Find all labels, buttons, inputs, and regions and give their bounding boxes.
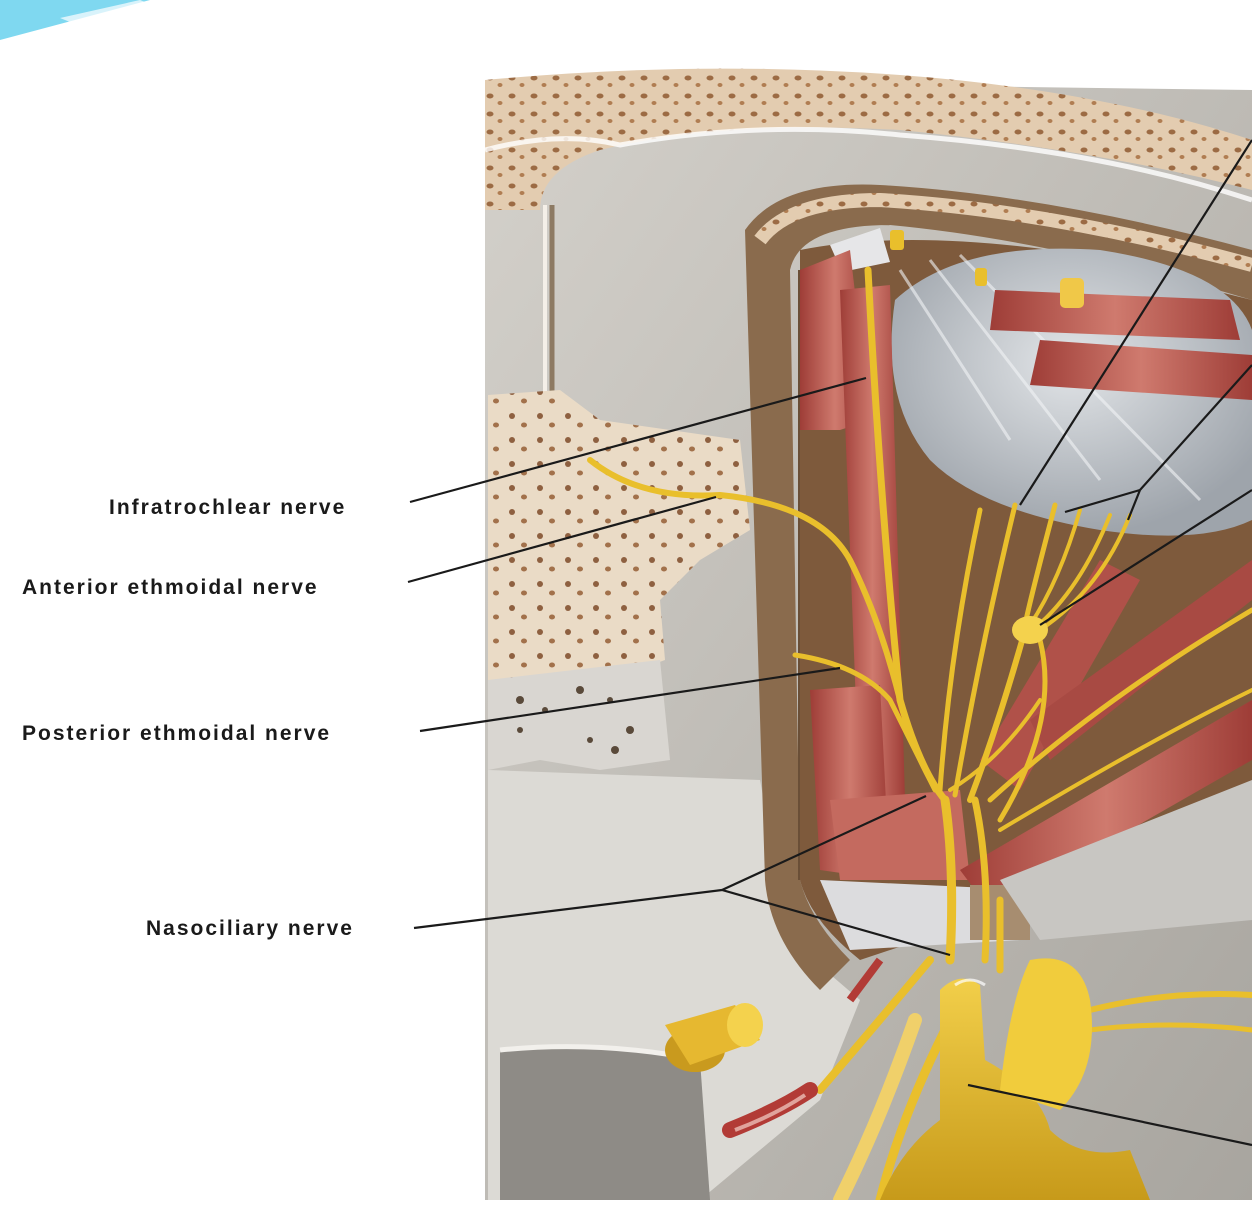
cut-nerve-stump [665,1003,763,1072]
leader-anterior-ethmoidal [407,495,717,584]
leader-posterior-ethmoidal [419,666,841,733]
label-nasociliary-nerve: Nasociliary nerve [146,917,354,940]
medial-muscles [800,250,1252,910]
label-posterior-ethmoidal-nerve: Posterior ethmoidal nerve [22,722,332,745]
leader-right-mid-b [1126,489,1142,521]
label-infratrochlear-nerve: Infratrochlear nerve [109,496,347,519]
nerves [587,266,1252,1205]
leader-nasociliary [413,888,723,930]
blood-vessels [722,957,884,1138]
leader-lines [407,139,1252,1147]
leader-right-mid-a [1064,488,1141,514]
leader-nasociliary-branch-down [721,888,951,957]
leader-right-bottom [967,1083,1252,1147]
trigeminal-ganglion [880,958,1150,1200]
label-anterior-ethmoidal-nerve: Anterior ethmoidal nerve [22,576,319,599]
leader-nasociliary-branch-up [721,795,927,891]
leader-right-ganglion [1039,489,1252,626]
leader-right-mid [1139,364,1252,491]
ciliary-ganglion [1012,616,1048,644]
corner-accent [0,0,150,40]
leader-infratrochlear [409,376,867,504]
leader-right-top [1019,139,1252,506]
superior-muscles [990,278,1252,400]
